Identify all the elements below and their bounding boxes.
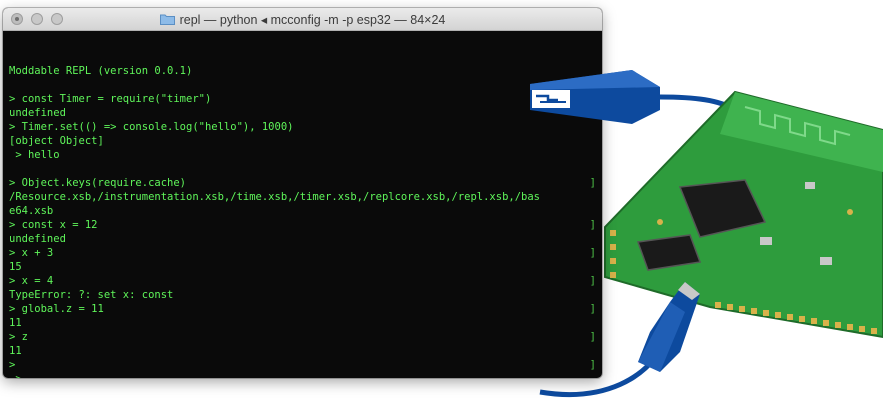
minimize-button[interactable] (31, 13, 43, 25)
terminal-output-line: > (9, 372, 594, 378)
close-button[interactable] (11, 13, 23, 25)
terminal-line-text: 15 (9, 261, 22, 273)
terminal-output-line: 11 (9, 344, 594, 358)
terminal-output-line: undefined (9, 232, 594, 246)
terminal-prompt-line: >] (9, 358, 596, 372)
terminal-line-text: > const Timer = require("timer") (9, 93, 212, 105)
terminal-line-text: Moddable REPL (version 0.0.1) (9, 65, 193, 77)
terminal-output-line: TypeError: ?: set x: const (9, 288, 594, 302)
terminal-line-text: /Resource.xsb,/instrumentation.xsb,/time… (9, 191, 541, 203)
terminal-line-text: [object Object] (9, 135, 104, 147)
terminal-line-text: > hello (9, 149, 60, 161)
terminal-line-text: TypeError: ?: set x: const (9, 289, 174, 301)
terminal-prompt-line: > const Timer = require("timer") (9, 92, 594, 106)
terminal-line-text: > Object.keys(require.cache) (9, 177, 187, 189)
line-marker: ] (589, 247, 596, 259)
terminal-prompt-line: > global.z = 11] (9, 302, 596, 316)
line-marker: ] (589, 359, 596, 371)
terminal-prompt-line: > Timer.set(() => console.log("hello"), … (9, 120, 594, 134)
terminal-output-line: e64.xsb (9, 204, 594, 218)
terminal-output-line: 11 (9, 316, 594, 330)
zoom-button[interactable] (51, 13, 63, 25)
window-title-group: repl — python ◂ mcconfig -m -p esp32 — 8… (3, 8, 602, 30)
window-title: repl — python ◂ mcconfig -m -p esp32 — 8… (179, 12, 446, 27)
terminal-line-text: > (9, 359, 16, 371)
terminal-line-text: > z (9, 331, 28, 343)
terminal-output-line: /Resource.xsb,/instrumentation.xsb,/time… (9, 190, 594, 204)
terminal-output-line: [object Object] (9, 134, 594, 148)
flash-chip (636, 234, 702, 271)
terminal-prompt-line: > z] (9, 330, 596, 344)
terminal-line-text: 11 (9, 345, 22, 357)
terminal-prompt-line: > x + 3] (9, 246, 596, 260)
line-marker: ] (589, 177, 596, 189)
terminal-output-line (9, 162, 594, 176)
line-marker: ] (589, 331, 596, 343)
terminal-line-text: undefined (9, 107, 66, 119)
terminal-output-line (9, 78, 594, 92)
terminal-prompt-line: > Object.keys(require.cache)] (9, 176, 596, 190)
title-bar[interactable]: repl — python ◂ mcconfig -m -p esp32 — 8… (3, 8, 602, 31)
esp32-board-icon (539, 90, 883, 397)
terminal-line-text: > Timer.set(() => console.log("hello"), … (9, 121, 294, 133)
line-marker: ] (589, 303, 596, 315)
terminal-output[interactable]: Moddable REPL (version 0.0.1) > const Tim… (3, 31, 602, 378)
terminal-window[interactable]: repl — python ◂ mcconfig -m -p esp32 — 8… (3, 8, 602, 378)
line-marker: ] (589, 275, 596, 287)
terminal-prompt-line: > const x = 12] (9, 218, 596, 232)
terminal-line-text: e64.xsb (9, 205, 54, 217)
line-marker: ] (589, 219, 596, 231)
terminal-line-text: undefined (9, 233, 66, 245)
terminal-output-line: undefined (9, 106, 594, 120)
terminal-output-line: 15 (9, 260, 594, 274)
folder-icon (159, 13, 175, 25)
terminal-line-text: 11 (9, 317, 22, 329)
esp32-chip (678, 179, 767, 238)
terminal-prompt-line: > x = 4] (9, 274, 596, 288)
terminal-line-text: > x = 4 (9, 275, 54, 287)
terminal-line-text: > global.z = 11 (9, 303, 104, 315)
terminal-output-line: Moddable REPL (version 0.0.1) (9, 64, 594, 78)
terminal-line-text: > (9, 373, 21, 378)
terminal-line-text: > x + 3 (9, 247, 54, 259)
pcb-board (604, 90, 883, 339)
terminal-line-text: > const x = 12 (9, 219, 98, 231)
terminal-output-line: > hello (9, 148, 594, 162)
